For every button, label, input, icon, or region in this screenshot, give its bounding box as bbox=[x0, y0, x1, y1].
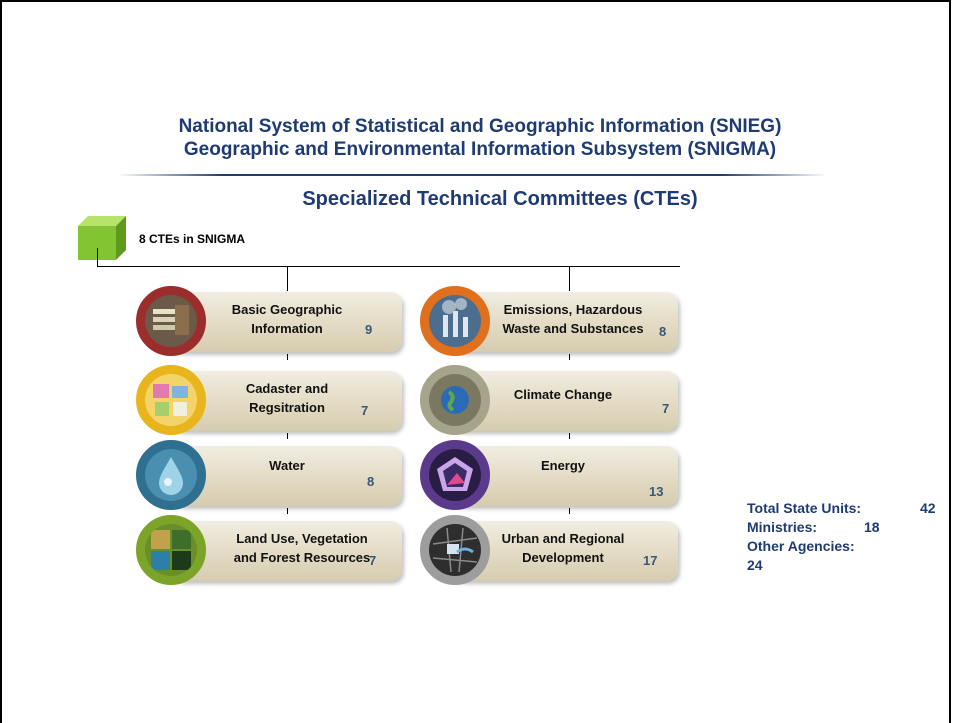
other-agencies-label: Other Agencies: bbox=[747, 538, 855, 554]
connector-tick bbox=[569, 433, 570, 439]
committee-icon-ring bbox=[420, 365, 490, 435]
cadaster-map-icon bbox=[145, 374, 197, 426]
committee-label-line-2: and Forest Resources bbox=[233, 550, 371, 565]
water-drop-icon bbox=[145, 449, 197, 501]
committee-count: 8 bbox=[367, 474, 375, 489]
ministries-label: Ministries: bbox=[747, 519, 818, 535]
committee-icon-ring bbox=[136, 286, 206, 356]
state-units-label: Total State Units: bbox=[747, 500, 862, 516]
committee-box: Land Use, Vegetation and Forest Resources… bbox=[172, 521, 402, 581]
committee-count: 7 bbox=[361, 403, 369, 418]
committee-label-line-1: Urban and Regional bbox=[501, 531, 625, 546]
committee-label-line-2: Development bbox=[522, 550, 604, 565]
connector-tick bbox=[287, 433, 288, 439]
connector-tick bbox=[287, 354, 288, 360]
committee-label-line-2: Waste and Substances bbox=[502, 321, 644, 336]
committee-label-line-1: Energy bbox=[540, 458, 586, 473]
committee-icon-ring bbox=[420, 286, 490, 356]
connector-tick bbox=[569, 508, 570, 514]
committee-count: 7 bbox=[369, 553, 377, 568]
green-cube-icon bbox=[78, 216, 126, 260]
title-line-1: National System of Statistical and Geogr… bbox=[178, 116, 782, 137]
committee-box: Water 8 bbox=[172, 446, 402, 506]
connector-horizontal bbox=[97, 266, 680, 267]
ministries-value: 18 bbox=[864, 519, 880, 535]
title-line-2: Geographic and Environmental Information… bbox=[183, 139, 777, 160]
energy-pentagon-icon bbox=[429, 449, 481, 501]
committee-label-line-2: Regsitration bbox=[249, 400, 325, 415]
committee-box: Energy 13 bbox=[453, 446, 678, 506]
committee-count: 7 bbox=[662, 401, 670, 416]
urban-map-icon bbox=[429, 524, 481, 576]
connector-tick bbox=[287, 508, 288, 514]
connector-col2-vertical bbox=[569, 266, 570, 291]
committee-icon-ring bbox=[136, 440, 206, 510]
committee-label-line-1: Climate Change bbox=[513, 387, 613, 402]
committee-count: 8 bbox=[659, 324, 667, 339]
committee-icon-ring bbox=[420, 515, 490, 585]
cte-count-label: 8 CTEs in SNIGMA bbox=[139, 232, 246, 246]
committee-count: 17 bbox=[643, 553, 658, 568]
committee-label-line-1: Cadaster and bbox=[245, 381, 329, 396]
connector-left-stub bbox=[97, 248, 98, 267]
committee-label-line-1: Basic Geographic bbox=[231, 302, 343, 317]
committee-label-line-1: Water bbox=[269, 458, 305, 473]
committee-box: Climate Change 7 bbox=[453, 371, 678, 431]
committee-icon-ring bbox=[136, 515, 206, 585]
connector-col1-vertical bbox=[287, 266, 288, 291]
other-agencies-value: 24 bbox=[747, 557, 763, 573]
connector-tick bbox=[569, 354, 570, 360]
committee-label-line-1: Emissions, Hazardous bbox=[503, 302, 643, 317]
land-use-photos-icon bbox=[145, 524, 197, 576]
committee-label-line-1: Land Use, Vegetation bbox=[236, 531, 368, 546]
committee-icon-ring bbox=[136, 365, 206, 435]
globe-icon bbox=[429, 374, 481, 426]
committee-count: 13 bbox=[649, 484, 664, 499]
committee-icon-ring bbox=[420, 440, 490, 510]
state-units-value: 42 bbox=[920, 500, 936, 516]
industry-emissions-icon bbox=[429, 295, 481, 347]
title-divider bbox=[117, 174, 827, 176]
subtitle: Specialized Technical Committees (CTEs) bbox=[302, 188, 698, 210]
committee-label-line-2: Information bbox=[251, 321, 323, 336]
committee-count: 9 bbox=[365, 322, 373, 337]
map-layers-icon bbox=[145, 295, 197, 347]
